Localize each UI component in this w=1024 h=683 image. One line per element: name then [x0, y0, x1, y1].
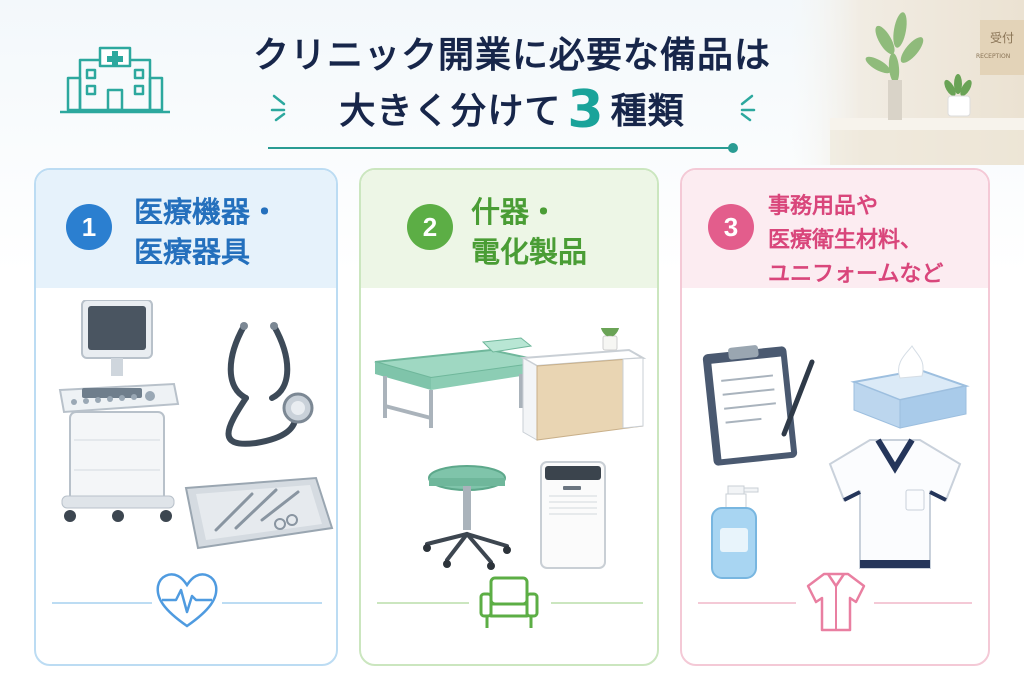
card-title: 事務用品や 医療衛生材料、 ユニフォームなど: [768, 190, 943, 292]
card-title: 医療機器・ 医療器具: [134, 192, 279, 272]
air-purifier-image: [540, 461, 606, 569]
category-card-office-supplies: 3 事務用品や 医療衛生材料、 ユニフォームなど: [680, 168, 990, 666]
reception-background-image: 受付 RECEPTION: [790, 0, 1024, 165]
card-illustration-area: [361, 288, 657, 664]
reception-sign-subtext: RECEPTION: [976, 53, 1010, 60]
card-illustration-area: [36, 288, 336, 664]
reception-sign-text: 受付: [990, 31, 1014, 45]
hospital-icon: [60, 46, 170, 114]
ultrasound-machine-image: [58, 300, 180, 522]
card-footer-line: [874, 602, 972, 604]
exam-bed-image: [374, 337, 548, 428]
tissue-box-image: [850, 345, 970, 429]
reception-desk-image: [519, 328, 647, 441]
spark-left-icon: [270, 94, 286, 122]
card-header: 1 医療機器・ 医療器具: [36, 170, 336, 288]
spark-right-icon: [740, 94, 756, 122]
stethoscope-image: [225, 322, 314, 447]
page-title-line1: クリニック開業に必要な備品は: [252, 35, 771, 76]
title-underline: [268, 147, 734, 149]
title-text-pre: 大きく分けて: [339, 91, 562, 132]
number-badge: 1: [66, 204, 112, 250]
doctor-stool-image: [423, 465, 511, 570]
card-footer-line: [698, 602, 796, 604]
chair-icon: [479, 576, 539, 628]
title-number: 3: [567, 80, 605, 140]
card-title: 什器・ 電化製品: [471, 192, 587, 272]
card-illustration-area: [682, 288, 988, 664]
number-badge: 3: [708, 204, 754, 250]
category-card-furniture-appliances: 2 什器・ 電化製品: [359, 168, 659, 666]
card-title-line2: 電化製品: [471, 235, 588, 270]
card-header: 3 事務用品や 医療衛生材料、 ユニフォームなど: [682, 170, 988, 288]
card-title-line1: 什器・: [471, 195, 559, 229]
card-title-line1: 医療機器・: [134, 195, 280, 229]
number-badge: 2: [407, 204, 453, 250]
card-header: 2 什器・ 電化製品: [361, 170, 657, 288]
card-title-line2: 医療衛生材料、: [768, 228, 923, 254]
heartbeat-icon: [156, 573, 218, 628]
card-footer-line: [222, 602, 322, 604]
card-footer-line: [52, 602, 152, 604]
uniform-icon: [806, 572, 866, 632]
hand-sanitizer-image: [711, 485, 759, 579]
card-title-line1: 事務用品や: [768, 194, 879, 219]
title-text-post: 種類: [610, 91, 685, 132]
scrub-uniform-image: [828, 438, 962, 569]
category-card-medical-equipment: 1 医療機器・ 医療器具: [34, 168, 338, 666]
clipboard-image: [702, 345, 815, 466]
card-footer-line: [551, 602, 643, 604]
title-underline-dot: [728, 143, 738, 153]
card-title-line2: 医療器具: [134, 235, 251, 270]
card-title-line3: ユニフォームなど: [768, 262, 944, 288]
surgical-tray-image: [184, 476, 334, 550]
card-footer-line: [377, 602, 469, 604]
